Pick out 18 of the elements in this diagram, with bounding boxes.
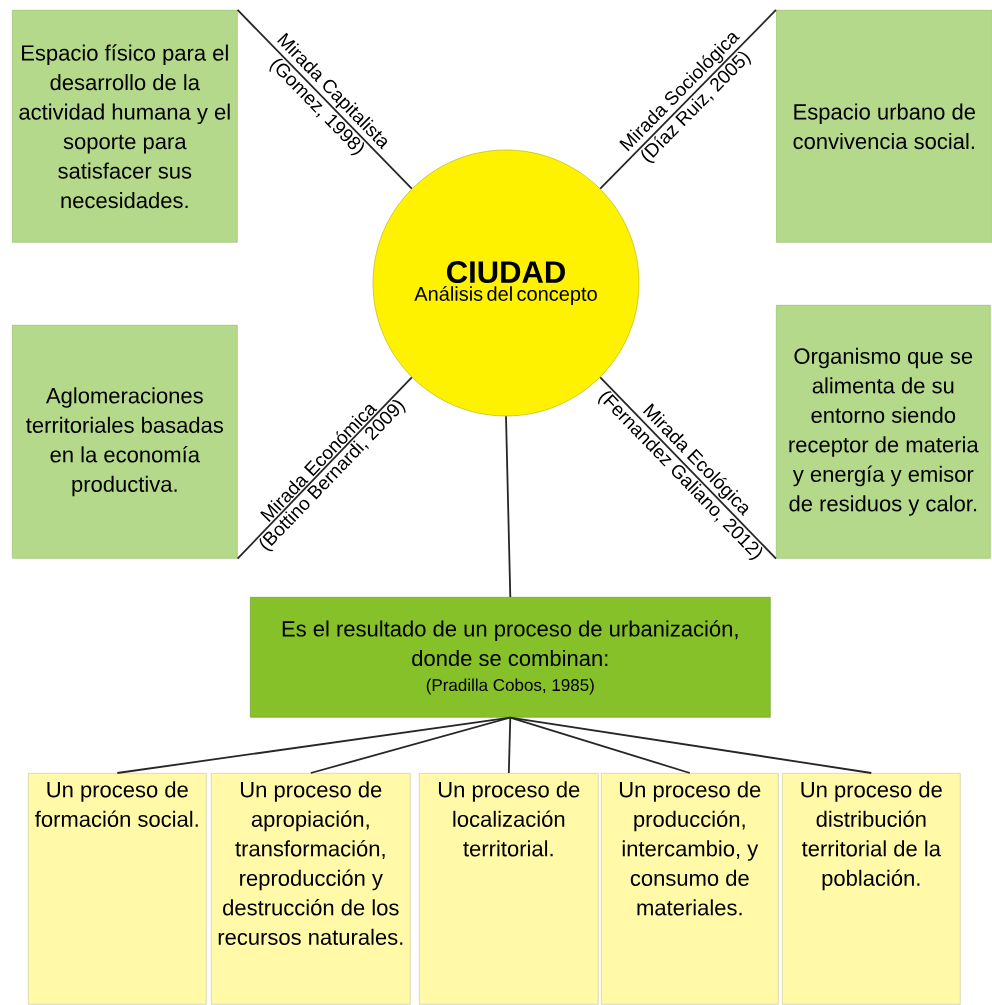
definition-box: Espacio urbano de convivencia social. <box>776 10 992 243</box>
summary-box: Es el resultado de un proceso de urbanización, donde se combinan: (Pradilla Cobos, 1985) <box>250 597 771 718</box>
definition-box: Organismo que se alimenta de su entorno siendo receptor de materia y energía y emisor de residuos y calor. <box>776 305 991 559</box>
connector-line <box>309 716 512 774</box>
process-box: Un proceso de producción, intercambio, y consumo de materiales. <box>601 773 779 1005</box>
connector-line <box>509 716 873 774</box>
connector-line <box>505 415 512 598</box>
definition-box: Espacio físico para el desarrollo de la actividad humana y el soporte para satisfacer sus necesidades. <box>12 10 238 243</box>
connector-line <box>599 9 777 190</box>
process-box: Un proceso de distribución territorial de la población. <box>782 773 961 1005</box>
process-box: Un proceso de formación social. <box>28 773 207 1005</box>
connector-line <box>236 9 413 190</box>
definition-box: Aglomeraciones territoriales basadas en la economía productiva. <box>12 325 238 559</box>
process-box: Un proceso de apropiación, transformación, reproducción y destrucción de los recursos naturales. <box>211 773 411 1005</box>
connector-line <box>599 376 777 560</box>
connector-line <box>507 716 512 774</box>
process-box: Un proceso de localización territorial. <box>419 773 599 1005</box>
connector-line <box>236 376 413 560</box>
